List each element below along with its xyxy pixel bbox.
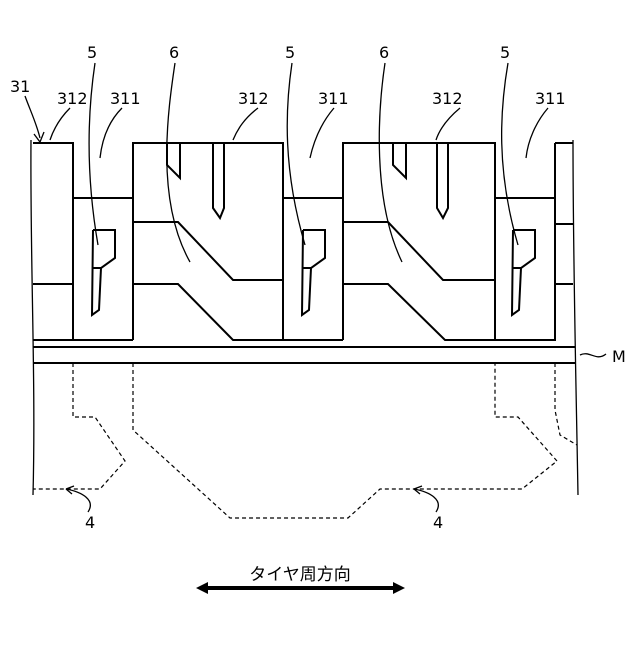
sipe-312-right-b	[437, 143, 448, 218]
label-31: 31	[10, 77, 30, 96]
direction-indicator: タイヤ周方向	[196, 565, 405, 594]
label-312-mid: 312	[238, 89, 269, 108]
sipe-5-right	[512, 230, 535, 315]
leader-lines	[25, 63, 606, 512]
dashed-regions	[33, 363, 577, 518]
label-5-right: 5	[500, 43, 510, 62]
label-312-left: 312	[57, 89, 88, 108]
label-312-right: 312	[432, 89, 463, 108]
direction-caption: タイヤ周方向	[249, 565, 351, 585]
label-4-right: 4	[433, 513, 443, 532]
region-4-left	[33, 363, 125, 489]
label-5-left: 5	[87, 43, 97, 62]
label-6-right: 6	[379, 43, 389, 62]
membrane-band	[33, 347, 575, 363]
sipe-312-mid-a	[167, 143, 180, 178]
label-M: M	[612, 347, 626, 366]
block-311-mid	[283, 198, 343, 340]
reference-labels: 31 312 311 5 6 312 5 311 6 312 5 311 M 4…	[10, 43, 626, 532]
block-312-mid	[133, 143, 283, 340]
block-311-left	[33, 198, 133, 340]
block-312-right	[343, 143, 495, 340]
label-311-right: 311	[535, 89, 566, 108]
sipe-5-mid	[302, 230, 325, 315]
sipe-5-left	[92, 230, 115, 315]
label-311-left: 311	[110, 89, 141, 108]
sipe-312-right-a	[393, 143, 406, 178]
region-4-main	[133, 363, 557, 518]
region-4-right	[555, 363, 577, 445]
label-311-mid: 311	[318, 89, 349, 108]
label-4-left: 4	[85, 513, 95, 532]
label-6-left: 6	[169, 43, 179, 62]
tread-blocks	[33, 143, 573, 340]
label-5-mid: 5	[285, 43, 295, 62]
sipe-312-mid-b	[213, 143, 224, 218]
block-312-left	[33, 143, 73, 340]
